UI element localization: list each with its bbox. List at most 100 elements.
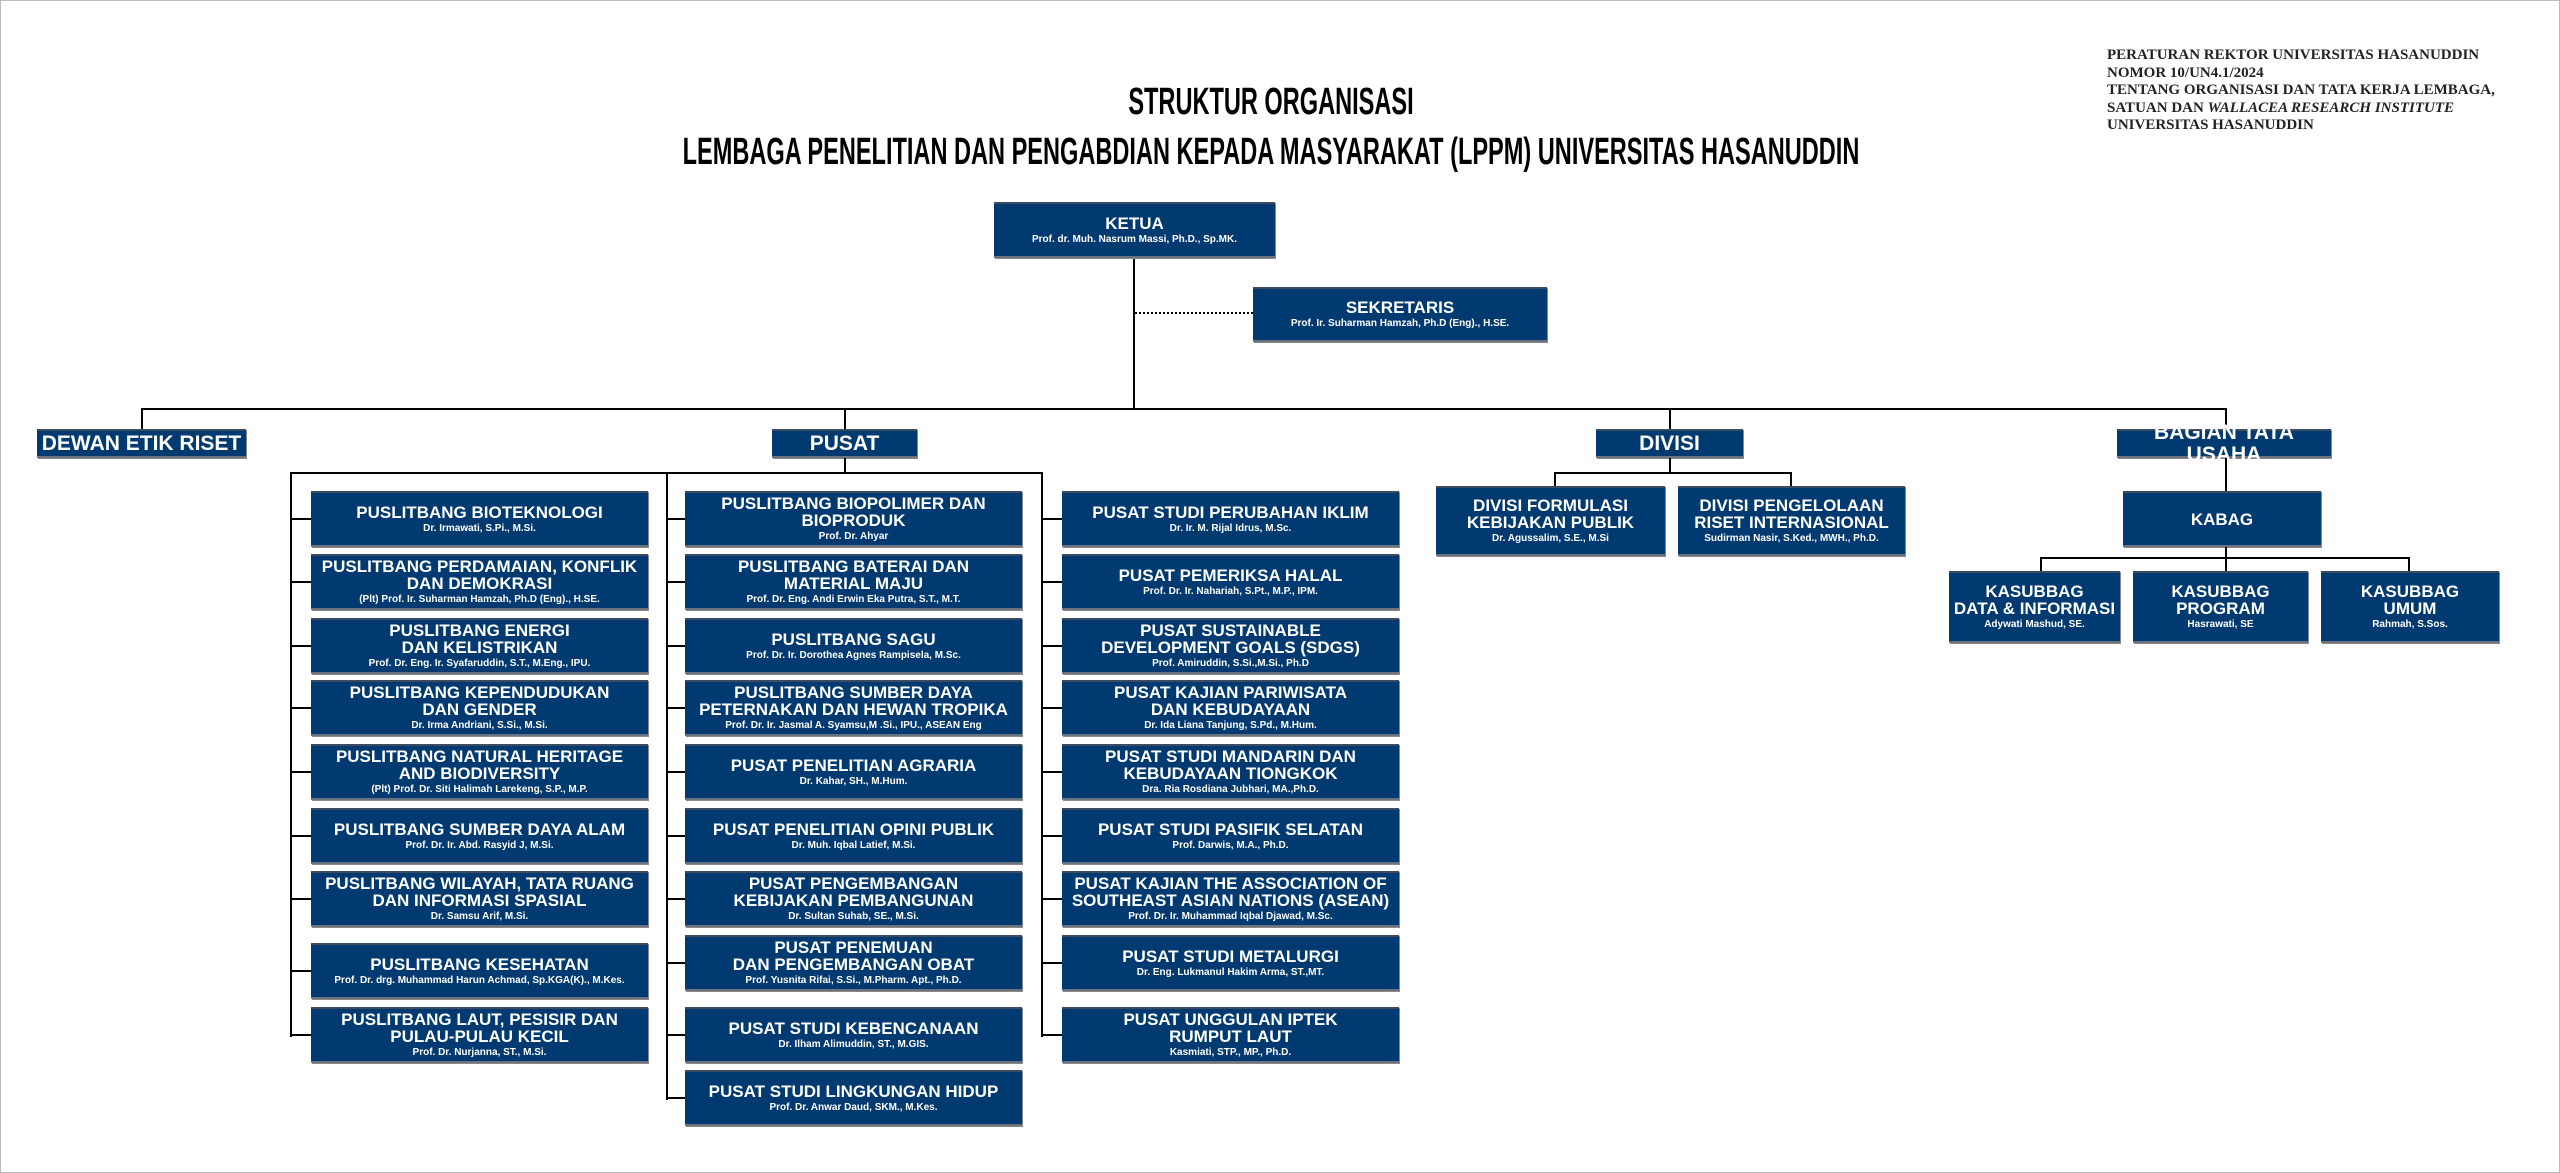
pusat-branch [290, 707, 311, 709]
unit-head-name: Prof. Dr. Anwar Daud, SKM., M.Kes. [769, 1101, 938, 1113]
unit-head-name: Adywati Mashud, SE. [1984, 619, 2085, 630]
unit-head-name: Prof. Dr. Eng. Andi Erwin Eka Putra, S.T… [746, 594, 961, 605]
unit-head-name: Kasmiati, STP., MP., Ph.D. [1169, 1047, 1292, 1058]
sekretaris-dotted-link [1135, 312, 1253, 314]
pusat-unit-box: PUSLITBANG WILAYAH, TATA RUANG DAN INFOR… [311, 871, 648, 927]
ketua-trunk [1133, 257, 1135, 410]
pusat-branch [666, 581, 685, 583]
unit-head-name: Dr. Eng. Lukmanul Hakim Arma, ST.,MT. [1136, 966, 1325, 978]
unit-head-name: Dra. Ria Rosdiana Jubhari, MA.,Ph.D. [1142, 784, 1319, 795]
unit-head-name: Prof. Amiruddin, S.Si.,M.Si., Ph.D [1152, 658, 1309, 669]
unit-title: DIVISI [1639, 431, 1700, 455]
unit-title: KASUBBAG PROGRAM [2171, 582, 2270, 618]
unit-head-name: Prof. Darwis, M.A., Ph.D. [1172, 839, 1289, 851]
pusat-branch [1041, 835, 1062, 837]
unit-title: PUSAT PENELITIAN AGRARIA [730, 755, 977, 775]
unit-title: PUSAT KAJIAN THE ASSOCIATION OF SOUTHEAS… [1071, 874, 1390, 910]
regulation-line: PERATURAN REKTOR UNIVERSITAS HASANUDDIN [2107, 47, 2480, 63]
bagian-drop [2225, 408, 2227, 429]
pusat-branch [1041, 707, 1062, 709]
unit-head-name: Hasrawati, SE [2187, 619, 2254, 630]
divisi-branch [1790, 472, 1792, 486]
pusat-branch [666, 518, 685, 520]
unit-head-name: Prof. Dr. Ir. Muhammad Iqbal Djawad, M.S… [1128, 911, 1333, 922]
pusat-branch [1041, 581, 1062, 583]
pusat-drop [844, 408, 846, 429]
pusat-branch [1041, 645, 1062, 647]
regulation-note: PERATURAN REKTOR UNIVERSITAS HASANUDDIN … [2107, 47, 2495, 135]
pusat-column-line [666, 472, 668, 1100]
unit-head-name: Dr. Kahar, SH., M.Hum. [799, 775, 908, 787]
unit-title: PUSLITBANG WILAYAH, TATA RUANG DAN INFOR… [325, 874, 634, 910]
unit-head-name: Dr. Ida Liana Tanjung, S.Pd., M.Hum. [1144, 720, 1317, 731]
divisi-drop [1669, 408, 1671, 429]
regulation-line: UNIVERSITAS HASANUDDIN [2107, 117, 2314, 133]
unit-title: PUSAT SUSTAINABLE DEVELOPMENT GOALS (SDG… [1101, 621, 1360, 657]
unit-title: PUSLITBANG KEPENDUDUKAN DAN GENDER [349, 683, 610, 719]
pusat-branch [290, 898, 311, 900]
unit-head-name: (Plt) Prof. Ir. Suharman Hamzah, Ph.D (E… [359, 594, 600, 605]
bagian-tata-usaha-header: BAGIAN TATA USAHA [2117, 421, 2331, 465]
unit-title: PUSLITBANG ENERGI DAN KELISTRIKAN [389, 621, 570, 657]
unit-title: PUSAT PENELITIAN OPINI PUBLIK [712, 819, 995, 839]
unit-title: DIVISI FORMULASI KEBIJAKAN PUBLIK [1466, 496, 1635, 532]
unit-title: PUSAT KAJIAN PARIWISATA DAN KEBUDAYAAN [1114, 683, 1347, 719]
chart-subtitle: LEMBAGA PENELITIAN DAN PENGABDIAN KEPADA… [682, 131, 1860, 173]
main-horizontal-line [141, 408, 2227, 410]
pusat-unit-box: PUSLITBANG NATURAL HERITAGE AND BIODIVER… [311, 744, 648, 800]
unit-title: PUSLITBANG NATURAL HERITAGE AND BIODIVER… [335, 747, 624, 783]
pusat-branch [666, 835, 685, 837]
unit-title: PUSAT STUDI METALURGI [1122, 946, 1339, 966]
pusat-branch [666, 898, 685, 900]
unit-title: PUSLITBANG KESEHATAN [370, 954, 589, 974]
unit-title: PUSAT UNGGULAN IPTEK RUMPUT LAUT [1123, 1010, 1338, 1046]
unit-head-name: Dr. Samsu Arif, M.Si. [430, 911, 529, 922]
unit-head-name: Dr. Irma Andriani, S.Si., M.Si. [411, 720, 548, 731]
regulation-line: SATUAN DAN WALLACEA RESEARCH INSTITUTE [2107, 100, 2495, 118]
kabag-drop [2225, 547, 2227, 571]
pusat-unit-box: PUSLITBANG SUMBER DAYA PETERNAKAN DAN HE… [685, 680, 1022, 736]
pusat-unit-box: PUSAT PENGEMBANGAN KEBIJAKAN PEMBANGUNAN… [685, 871, 1022, 927]
unit-title: SEKRETARIS [1345, 298, 1455, 317]
pusat-branch [666, 962, 685, 964]
pusat-branch [666, 1034, 685, 1036]
unit-head-name: (Plt) Prof. Dr. Siti Halimah Larekeng, S… [371, 784, 588, 795]
pusat-unit-box: PUSLITBANG PERDAMAIAN, KONFLIK DAN DEMOK… [311, 554, 648, 610]
pusat-branch [666, 645, 685, 647]
pusat-column-line [290, 472, 292, 1037]
regulation-text: SATUAN DAN [2107, 99, 2208, 116]
unit-title: PUSLITBANG SAGU [771, 629, 936, 649]
pusat-branch [290, 835, 311, 837]
unit-title: PUSAT STUDI KEBENCANAAN [728, 1018, 979, 1038]
pusat-unit-box: PUSAT SUSTAINABLE DEVELOPMENT GOALS (SDG… [1062, 618, 1399, 674]
pusat-branch [290, 518, 311, 520]
unit-head-name: Dr. Muh. Iqbal Latief, M.Si. [791, 839, 916, 851]
pusat-branch [290, 581, 311, 583]
unit-title: PUSAT PEMERIKSA HALAL [1118, 565, 1343, 585]
unit-head-name: Prof. Ir. Suharman Hamzah, Ph.D (Eng)., … [1290, 318, 1510, 329]
unit-title: DEWAN ETIK RISET [41, 431, 242, 455]
pusat-branch [1041, 962, 1062, 964]
dewan-drop [141, 408, 143, 429]
unit-head-name: Prof. Yusnita Rifai, S.Si., M.Pharm. Apt… [745, 975, 962, 986]
unit-title: PUSAT PENGEMBANGAN KEBIJAKAN PEMBANGUNAN [733, 874, 974, 910]
pusat-branch [1041, 898, 1062, 900]
regulation-italic: WALLACEA RESEARCH INSTITUTE [2207, 99, 2455, 116]
unit-head-name: Prof. Dr. Ir. Jasmal A. Syamsu,M .Si., I… [725, 720, 982, 731]
unit-head-name: Prof. Dr. Eng. Ir. Syafaruddin, S.T., M.… [368, 658, 591, 669]
pusat-branch [1041, 1034, 1062, 1036]
